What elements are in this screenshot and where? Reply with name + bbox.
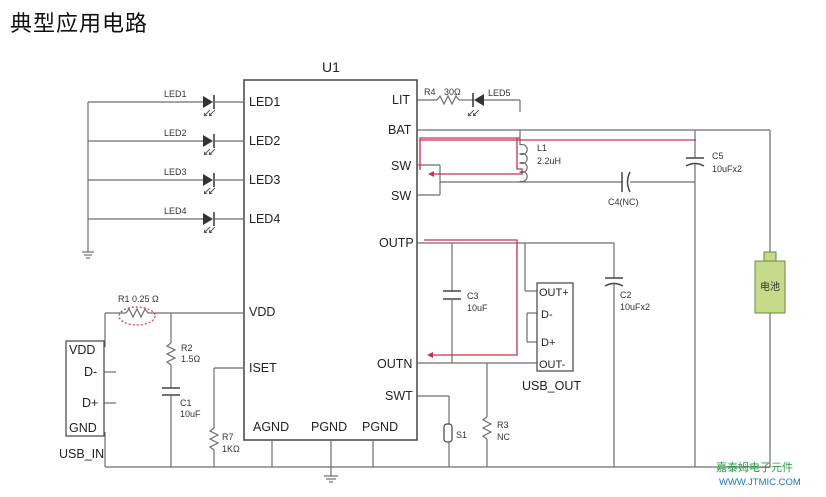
l1-label: L1 xyxy=(537,143,547,153)
usb-in-pin-dminus: D- xyxy=(84,365,97,379)
pin-lit: LIT xyxy=(392,93,410,107)
led-bank xyxy=(82,95,244,259)
pin-outp: OUTP xyxy=(379,236,414,250)
pin-sw2: SW xyxy=(391,189,411,203)
s1-label: S1 xyxy=(456,430,467,440)
usb-in-connector xyxy=(65,340,105,437)
usb-out-pin-outminus: OUT- xyxy=(539,359,566,371)
pin-agnd: AGND xyxy=(253,420,289,434)
r2-value: 1.5Ω xyxy=(181,354,201,364)
pin-pgnd1: PGND xyxy=(311,420,347,434)
pin-sw1: SW xyxy=(391,159,411,173)
usb-out-pin-dminus: D- xyxy=(541,309,553,321)
r3-value: NC xyxy=(497,432,510,442)
swt-circuit xyxy=(417,395,453,467)
lit-circuit xyxy=(417,93,521,117)
usb-in-pin-vdd: VDD xyxy=(69,343,95,357)
c2-label: C2 xyxy=(620,290,632,300)
c3-label: C3 xyxy=(467,291,479,301)
pin-led1: LED1 xyxy=(249,95,280,109)
c4-label: C4(NC) xyxy=(608,197,639,207)
led4-label: LED4 xyxy=(164,206,187,216)
c5-label: C5 xyxy=(712,151,724,161)
usb-in-pin-dplus: D+ xyxy=(82,396,98,410)
pin-outn: OUTN xyxy=(377,357,412,371)
output-section xyxy=(417,242,624,467)
usb-out-connector xyxy=(536,282,574,372)
r2-label: R2 xyxy=(181,343,193,353)
watermark-line2: WWW.JTMIC.COM xyxy=(719,477,801,488)
pin-bat: BAT xyxy=(388,123,412,137)
ic-u1-body xyxy=(243,79,418,441)
page-title: 典型应用电路 xyxy=(10,12,149,37)
led2-label: LED2 xyxy=(164,128,187,138)
r4-label: R4 xyxy=(424,87,436,97)
led3-label: LED3 xyxy=(164,167,187,177)
led4-symbol xyxy=(88,212,244,234)
led3-symbol xyxy=(88,173,244,195)
c2-value: 10uFx2 xyxy=(620,302,650,312)
c5-value: 10uFx2 xyxy=(712,164,742,174)
pin-swt: SWT xyxy=(385,389,413,403)
usb-out-pin-outplus: OUT+ xyxy=(539,287,569,299)
led2-symbol xyxy=(88,134,244,156)
led5-label: LED5 xyxy=(488,88,511,98)
battery-terminal xyxy=(763,251,777,262)
c3-value: 10uF xyxy=(467,303,488,313)
battery-label: 电池 xyxy=(760,280,780,293)
pin-led4: LED4 xyxy=(249,212,280,226)
usb-out-label: USB_OUT xyxy=(522,379,581,393)
l1-value: 2.2uH xyxy=(537,156,561,166)
usb-out-pin-dplus: D+ xyxy=(541,337,555,349)
r3-label: R3 xyxy=(497,420,509,430)
ic-u1-label: U1 xyxy=(322,59,340,75)
c1-value: 10uF xyxy=(180,409,201,419)
pin-pgnd2: PGND xyxy=(362,420,398,434)
pin-vdd: VDD xyxy=(249,305,275,319)
c1-label: C1 xyxy=(180,398,192,408)
r7-value: 1KΩ xyxy=(222,444,240,454)
r1-highlight-circle xyxy=(118,306,156,326)
usb-in-pin-gnd: GND xyxy=(69,421,97,435)
r7-label: R7 xyxy=(222,432,234,442)
watermark-line1: 嘉泰姆电子元件 xyxy=(716,460,793,474)
battery-body xyxy=(754,260,786,314)
pin-led3: LED3 xyxy=(249,173,280,187)
led1-symbol xyxy=(88,95,244,117)
pin-iset: ISET xyxy=(249,361,277,375)
current-path-indicator xyxy=(419,137,696,358)
led1-label: LED1 xyxy=(164,89,187,99)
r4-value: 30Ω xyxy=(444,87,461,97)
usb-in-label: USB_IN xyxy=(59,447,104,461)
pin-led2: LED2 xyxy=(249,134,280,148)
r1-label: R1 0.25 Ω xyxy=(118,294,159,304)
